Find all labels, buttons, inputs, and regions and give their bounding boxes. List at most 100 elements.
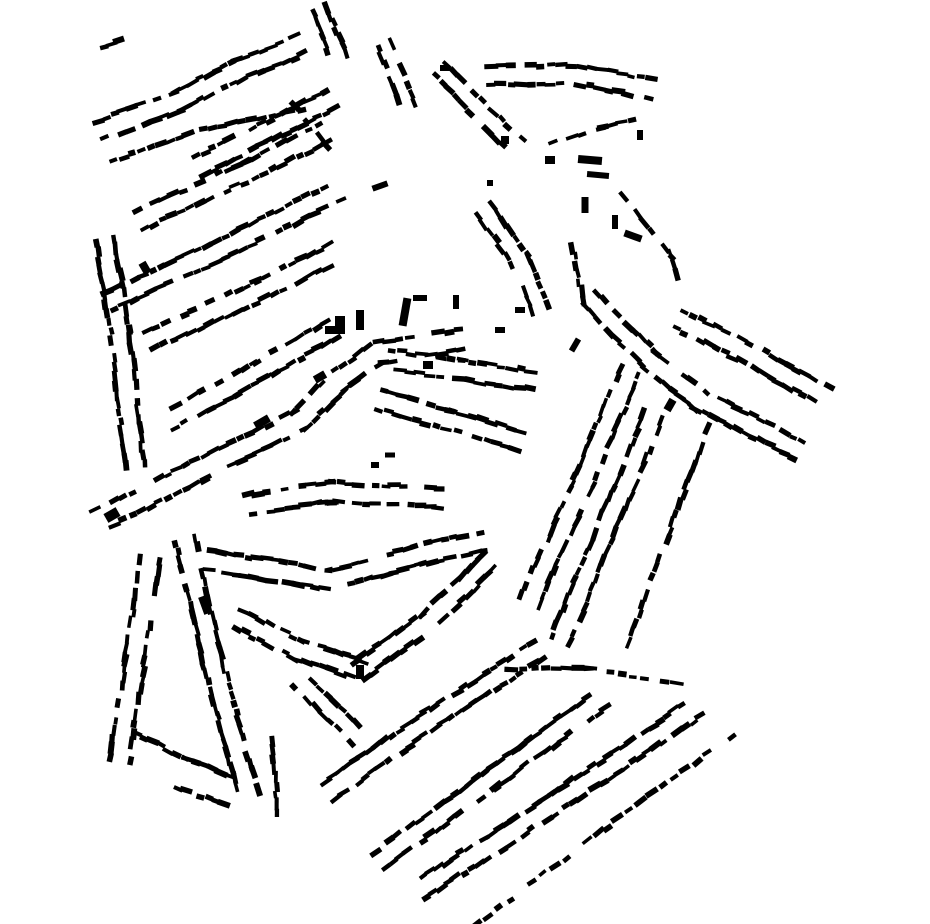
building bbox=[727, 732, 737, 742]
building bbox=[764, 419, 777, 429]
building bbox=[315, 21, 324, 35]
building bbox=[204, 296, 216, 306]
building bbox=[269, 368, 282, 379]
building bbox=[639, 364, 650, 374]
building bbox=[636, 74, 645, 80]
building bbox=[176, 208, 186, 215]
building bbox=[731, 423, 744, 435]
building bbox=[431, 71, 441, 80]
building bbox=[227, 248, 240, 258]
building bbox=[586, 487, 594, 498]
building bbox=[288, 407, 298, 417]
building bbox=[196, 325, 206, 333]
building bbox=[199, 473, 213, 483]
building bbox=[473, 692, 488, 704]
building bbox=[213, 168, 224, 177]
building bbox=[411, 735, 422, 745]
building bbox=[233, 713, 244, 729]
building bbox=[494, 242, 506, 256]
building bbox=[414, 816, 425, 826]
building bbox=[331, 498, 346, 505]
building bbox=[302, 270, 316, 281]
building bbox=[194, 633, 202, 646]
building bbox=[464, 376, 476, 384]
building bbox=[404, 741, 417, 752]
building bbox=[394, 336, 404, 343]
building bbox=[118, 433, 125, 447]
building bbox=[565, 133, 580, 141]
building bbox=[647, 226, 656, 236]
building bbox=[712, 321, 724, 331]
building bbox=[410, 97, 418, 109]
building bbox=[514, 669, 524, 678]
building bbox=[486, 82, 496, 87]
building bbox=[117, 299, 131, 308]
building bbox=[253, 782, 264, 797]
building bbox=[355, 778, 365, 788]
building bbox=[131, 357, 139, 372]
building bbox=[424, 484, 438, 491]
building bbox=[516, 588, 525, 601]
building bbox=[489, 563, 498, 573]
building bbox=[307, 676, 319, 687]
building bbox=[373, 406, 384, 414]
building bbox=[497, 776, 511, 788]
building bbox=[158, 338, 169, 348]
building bbox=[422, 827, 437, 840]
building bbox=[239, 54, 251, 62]
building bbox=[433, 486, 445, 492]
building bbox=[404, 819, 417, 831]
building bbox=[544, 82, 556, 87]
building bbox=[234, 74, 249, 86]
building bbox=[202, 667, 209, 680]
building bbox=[669, 773, 679, 782]
building bbox=[371, 180, 389, 192]
building bbox=[780, 382, 795, 394]
building bbox=[414, 502, 427, 509]
building bbox=[309, 584, 321, 592]
building bbox=[663, 397, 677, 413]
building bbox=[233, 780, 240, 793]
building bbox=[527, 81, 536, 88]
building bbox=[119, 443, 127, 456]
building bbox=[256, 576, 268, 584]
building bbox=[678, 329, 689, 339]
building bbox=[156, 740, 167, 749]
building bbox=[460, 702, 473, 713]
building bbox=[671, 509, 679, 519]
building bbox=[371, 462, 379, 468]
building bbox=[117, 514, 128, 524]
building bbox=[351, 346, 365, 359]
building bbox=[121, 671, 128, 684]
building bbox=[213, 629, 221, 644]
building bbox=[440, 820, 451, 830]
building bbox=[659, 678, 670, 685]
building bbox=[689, 718, 699, 727]
building bbox=[451, 375, 467, 382]
building bbox=[411, 634, 426, 647]
building bbox=[537, 793, 551, 805]
building bbox=[279, 129, 293, 140]
building bbox=[144, 630, 150, 639]
building bbox=[623, 229, 643, 243]
building bbox=[111, 234, 117, 244]
building bbox=[233, 286, 245, 295]
building bbox=[702, 421, 713, 436]
building bbox=[224, 312, 234, 320]
building bbox=[117, 492, 128, 502]
building bbox=[192, 246, 202, 254]
building bbox=[560, 665, 574, 671]
building bbox=[536, 596, 545, 611]
building bbox=[606, 669, 615, 675]
building bbox=[184, 203, 195, 211]
building bbox=[581, 768, 591, 777]
building bbox=[401, 621, 413, 631]
building bbox=[485, 361, 498, 367]
building bbox=[387, 731, 397, 741]
building bbox=[414, 351, 429, 357]
building bbox=[140, 119, 152, 129]
building bbox=[206, 546, 218, 555]
building bbox=[472, 584, 481, 594]
building bbox=[493, 382, 503, 389]
